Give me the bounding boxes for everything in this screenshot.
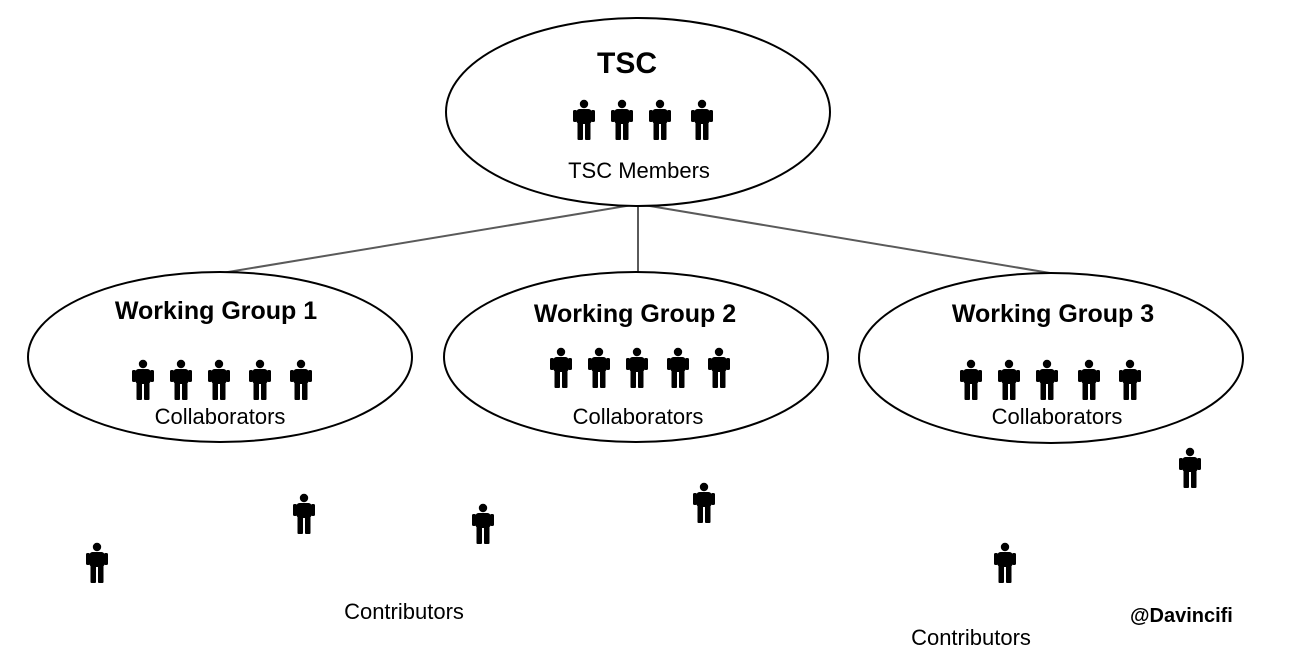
contributors-label-right: Contributors (911, 625, 1031, 650)
contributor-icon-2 (293, 493, 315, 534)
wg3-collaborator-icon-1 (960, 359, 982, 400)
working-group-1-label: Collaborators (154, 404, 286, 429)
wg3-collaborator-icon-3 (1036, 359, 1058, 400)
connector-line-wg3 (637, 203, 1051, 274)
wg1-collaborator-icon-2 (170, 359, 192, 400)
wg2-collaborator-icon-3 (626, 347, 648, 388)
author-credit: @Davincifi (1130, 605, 1233, 627)
working-group-1-ellipse (27, 271, 413, 443)
person-figures (86, 99, 1201, 583)
tsc-member-icon-2 (611, 99, 633, 140)
tsc-title: TSC (597, 47, 657, 80)
wg2-collaborator-icon-5 (708, 347, 730, 388)
wg3-collaborator-icon-2 (998, 359, 1020, 400)
wg1-collaborator-icon-1 (132, 359, 154, 400)
wg1-collaborator-icon-3 (208, 359, 230, 400)
contributor-icon-4 (693, 482, 715, 523)
wg2-collaborator-icon-4 (667, 347, 689, 388)
working-group-3-label: Collaborators (991, 404, 1123, 429)
tsc-member-icon-1 (573, 99, 595, 140)
wg1-collaborator-icon-5 (290, 359, 312, 400)
working-group-1-title: Working Group 1 (114, 297, 318, 325)
working-group-2-title: Working Group 2 (533, 300, 737, 328)
contributor-icon-5 (1179, 447, 1201, 488)
working-group-2-label: Collaborators (572, 404, 704, 429)
contributors-label-left: Contributors (344, 599, 464, 624)
contributor-icon-1 (86, 542, 108, 583)
wg2-collaborator-icon-2 (588, 347, 610, 388)
wg1-collaborator-icon-4 (249, 359, 271, 400)
contributor-icon-6 (994, 542, 1016, 583)
tsc-member-icon-3 (649, 99, 671, 140)
wg2-collaborator-icon-1 (550, 347, 572, 388)
connector-line-wg1 (221, 203, 639, 274)
tsc-ellipse (445, 17, 831, 207)
working-group-3-title: Working Group 3 (951, 300, 1155, 328)
wg3-collaborator-icon-4 (1078, 359, 1100, 400)
working-group-3-ellipse (858, 272, 1244, 444)
contributor-icon-3 (472, 503, 494, 544)
tsc-members-label: TSC Members (568, 158, 710, 183)
wg3-collaborator-icon-5 (1119, 359, 1141, 400)
tsc-member-icon-4 (691, 99, 713, 140)
